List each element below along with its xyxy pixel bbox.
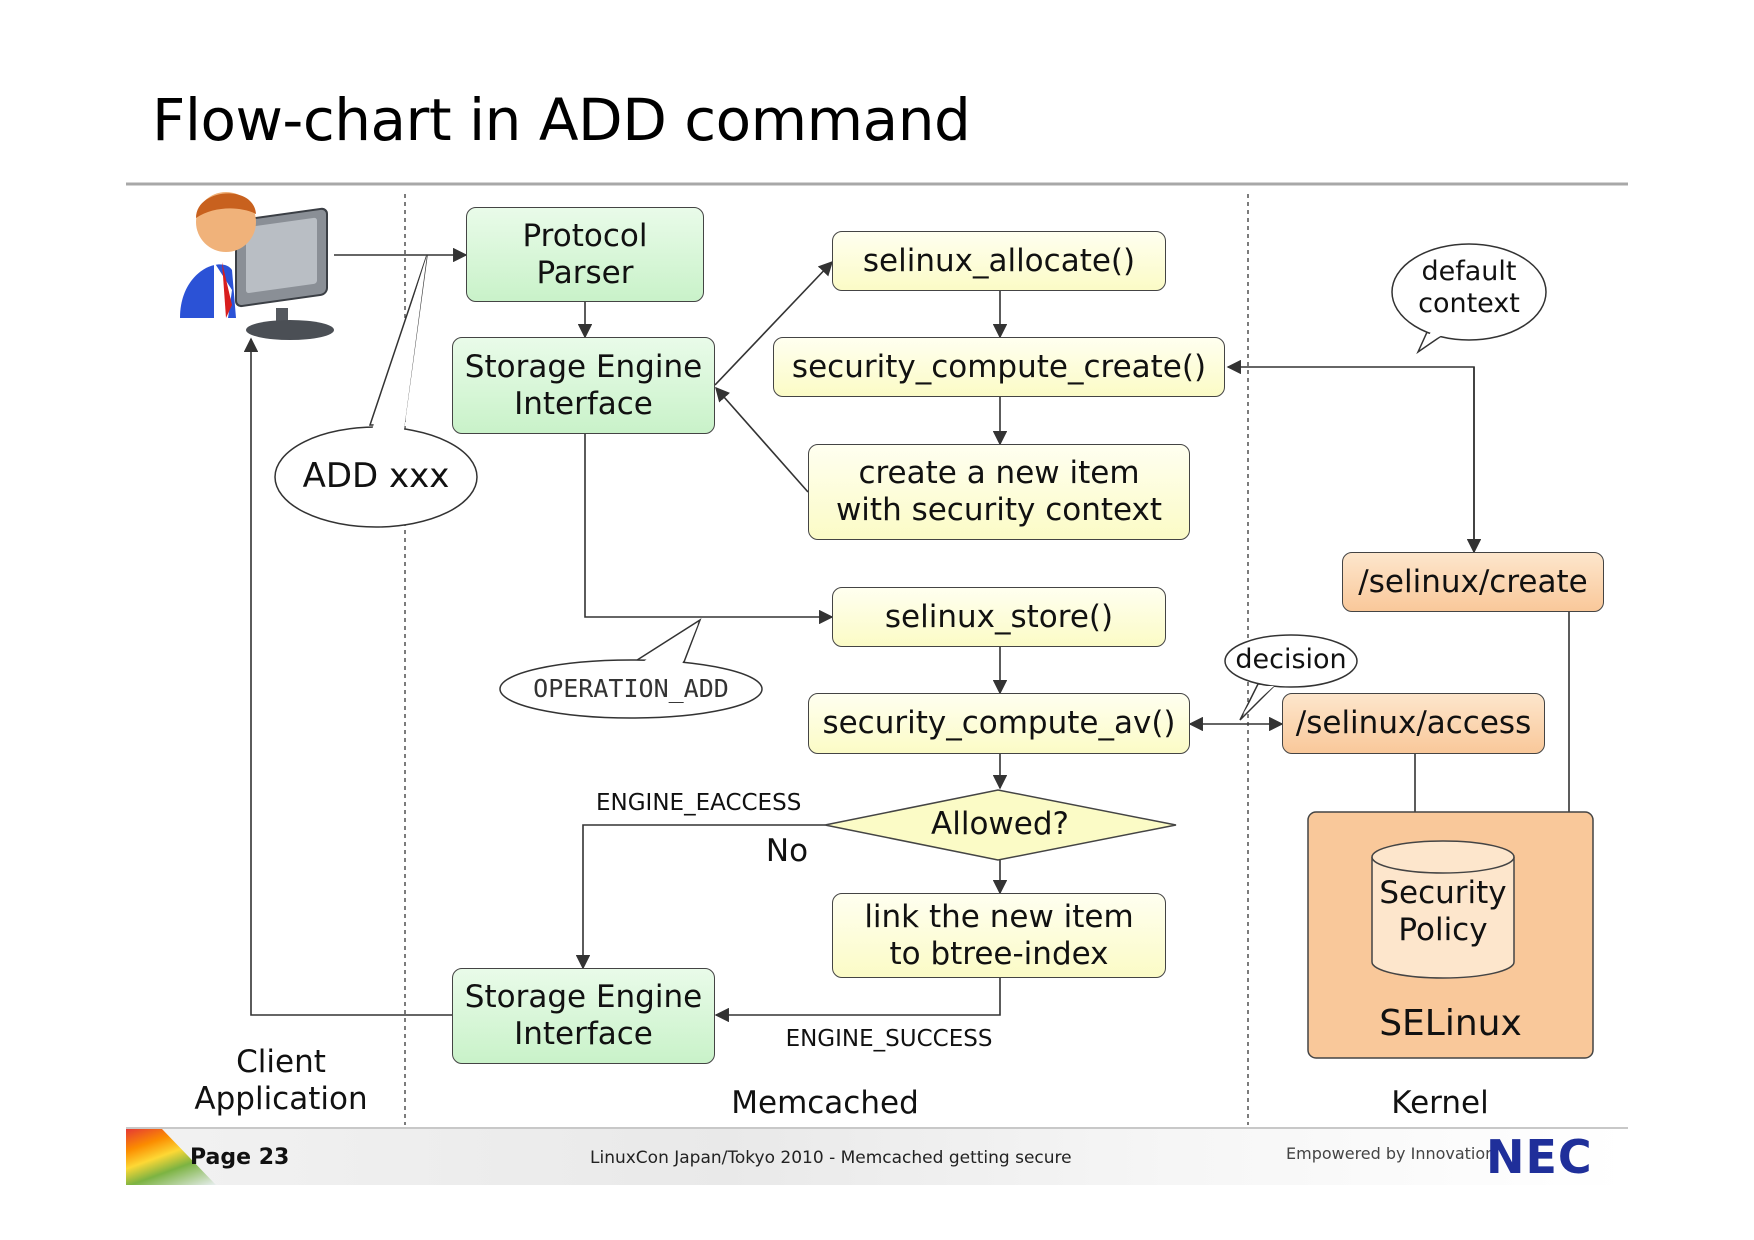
arrow-allowed-no: [575, 824, 825, 970]
user-computer-icon: [180, 192, 334, 340]
kernel-label: Kernel: [1391, 1085, 1489, 1121]
callout-default-ellipse: [1391, 243, 1547, 341]
security-compute-av-box: security_compute_av(): [808, 693, 1190, 754]
selinux-allocate-box: selinux_allocate(): [832, 231, 1166, 291]
callout-decision-ellipse: [1224, 634, 1358, 688]
selinux-access-box: /selinux/access: [1282, 693, 1545, 754]
client-application-label: Client Application: [194, 1044, 368, 1117]
no-label: No: [765, 833, 809, 869]
allowed-decision-label: Allowed?: [931, 806, 1069, 842]
link-new-item-box: link the new item to btree-index: [832, 893, 1166, 978]
event-name: LinuxCon Japan/Tokyo 2010 - Memcached ge…: [590, 1148, 1072, 1168]
arrow-kernel-create: [1226, 359, 1475, 552]
arrow-item-sei: [715, 386, 809, 493]
selinux-create-box: /selinux/create: [1342, 552, 1604, 612]
page-number: Page 23: [190, 1145, 290, 1170]
footer: Page 23 LinuxCon Japan/Tokyo 2010 - Memc…: [126, 1127, 1628, 1185]
default-context-callout: default context: [1418, 256, 1520, 319]
tagline: Empowered by Innovation: [1286, 1144, 1496, 1163]
arrow-sei-store: [584, 434, 834, 625]
operation-add-callout: OPERATION_ADD: [533, 674, 729, 703]
selinux-label: SELinux: [1379, 1003, 1522, 1044]
storage-engine-interface-bottom: Storage Engine Interface: [452, 968, 715, 1064]
slide-title: Flow-chart in ADD command: [152, 86, 971, 154]
add-command-callout: ADD xxx: [302, 456, 450, 496]
arrow-link-sei: [714, 978, 1001, 1023]
storage-engine-interface-top: Storage Engine Interface: [452, 337, 715, 434]
callout-op-ellipse: [499, 659, 763, 719]
security-policy-label: Security Policy: [1379, 875, 1507, 948]
security-compute-create-box: security_compute_create(): [773, 337, 1225, 397]
decision-callout: decision: [1235, 644, 1347, 675]
memcached-label: Memcached: [731, 1085, 919, 1121]
selinux-store-box: selinux_store(): [832, 587, 1166, 647]
create-new-item-box: create a new item with security context: [808, 444, 1190, 540]
protocol-parser-box: Protocol Parser: [466, 207, 704, 302]
nec-logo: NEC: [1486, 1130, 1593, 1184]
arrow-sei-user: [243, 337, 452, 1016]
allowed-diamond: [824, 789, 1177, 861]
engine-eaccess-label: ENGINE_EACCESS: [596, 790, 802, 816]
security-policy-cylinder: [1371, 857, 1515, 979]
arrow-sei-allocate: [714, 260, 833, 386]
engine-success-label: ENGINE_SUCCESS: [785, 1026, 993, 1052]
